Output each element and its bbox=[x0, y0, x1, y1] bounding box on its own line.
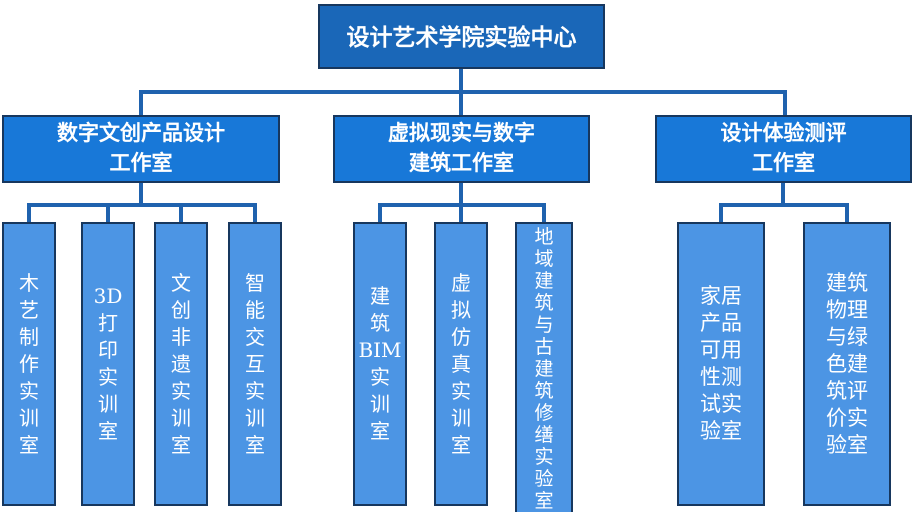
connector-group1-parent-drop bbox=[139, 183, 143, 207]
connector-group2-drop2 bbox=[459, 203, 463, 223]
leaf-box-building-physics-green-lab: 建筑 物理 与绿 色建 筑评 价实 验室 bbox=[803, 222, 891, 506]
leaf-box-bim-training-room: 建 筑 BIM 实 训 室 bbox=[353, 222, 407, 506]
connector-group2-parent-drop bbox=[459, 183, 463, 207]
connector-group3-horizontal bbox=[719, 203, 849, 207]
connector-group2-drop3 bbox=[542, 203, 546, 223]
connector-group3-drop1 bbox=[719, 203, 723, 223]
connector-branch3-drop bbox=[783, 90, 787, 116]
connector-group2-drop1 bbox=[378, 203, 382, 223]
leaf-box-virtual-simulation-training-room: 虚 拟 仿 真 实 训 室 bbox=[434, 222, 488, 506]
connector-level1-horizontal bbox=[139, 90, 787, 94]
leaf-box-cultural-heritage-training-room: 文 创 非 遗 实 训 室 bbox=[154, 222, 208, 506]
connector-group3-parent-drop bbox=[781, 183, 785, 207]
connector-group1-horizontal bbox=[27, 203, 257, 207]
connector-group1-drop1 bbox=[27, 203, 31, 223]
connector-group1-drop3 bbox=[179, 203, 183, 223]
root-box-experiment-center: 设计艺术学院实验中心 bbox=[318, 4, 605, 69]
leaf-box-3d-printing-training-room: 3D 打 印 实 训 室 bbox=[81, 222, 135, 506]
branch-box-vr-digital-architecture: 虚拟现实与数字 建筑工作室 bbox=[333, 115, 590, 183]
branch-box-design-experience-evaluation: 设计体验测评 工作室 bbox=[655, 115, 912, 183]
branch-box-digital-cultural-design: 数字文创产品设计 工作室 bbox=[2, 115, 280, 183]
connector-branch1-drop bbox=[139, 90, 143, 116]
leaf-box-regional-ancient-architecture-lab: 地 域 建 筑 与 古 建 筑 修 缮 实 验 室 bbox=[515, 222, 573, 512]
leaf-box-smart-interaction-training-room: 智 能 交 互 实 训 室 bbox=[228, 222, 282, 506]
connector-group3-drop2 bbox=[845, 203, 849, 223]
connector-group1-drop4 bbox=[253, 203, 257, 223]
leaf-box-wood-art-training-room: 木 艺 制 作 实 训 室 bbox=[2, 222, 56, 506]
connector-group1-drop2 bbox=[106, 203, 110, 223]
leaf-box-usability-testing-lab: 家居 产品 可用 性测 试实 验室 bbox=[677, 222, 765, 506]
